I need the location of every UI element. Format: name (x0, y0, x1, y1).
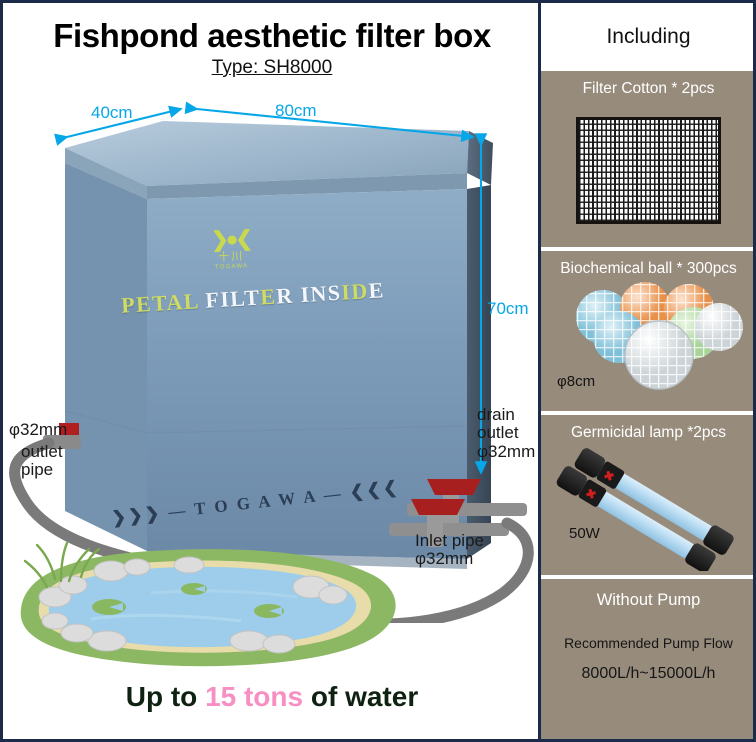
dimension-label-height: 70cm (487, 299, 529, 318)
kit-card-pump-info: Without Pump Recommended Pump Flow 8000L… (541, 579, 753, 739)
pump-flow-value: 8000L/h~15000L/h (581, 665, 716, 682)
dimension-label-width: 80cm (275, 101, 317, 120)
drain-line1: drain (477, 405, 515, 424)
bio-balls-icon (576, 282, 743, 390)
dimension-label-depth: 40cm (91, 103, 133, 122)
plumbing-svg (9, 423, 534, 623)
inlet-valve-handle (411, 499, 465, 515)
kit-title-filter-cotton: Filter Cotton * 2pcs (582, 80, 715, 97)
tagline-highlight: 15 tons (205, 681, 304, 712)
drain-outlet-label: drain outlet φ32mm (477, 405, 536, 461)
pond-illustration (20, 541, 396, 667)
outlet-diameter-label: φ32mm (9, 420, 68, 439)
product-type-label: Type: SH8000 (3, 57, 538, 79)
biochemical-ball-diameter: φ8cm (557, 373, 596, 390)
uv-lamp-icon: ✖ ✖ (556, 448, 734, 571)
inlet-hose (349, 517, 534, 623)
pond-water (48, 566, 357, 648)
capacity-tagline: Up to 15 tons of water (3, 681, 538, 713)
outlet-pipe-line1: outlet (21, 442, 63, 461)
mesh-swatch-icon (576, 117, 721, 224)
kit-card-germicidal-lamp: Germicidal lamp *2pcs (541, 415, 753, 575)
drain-line3: φ32mm (477, 441, 536, 461)
pump-flow-label: Recommended Pump Flow (564, 635, 733, 651)
outlet-pipe-line2: pipe (21, 460, 54, 480)
inlet-line2: φ32mm (415, 549, 474, 569)
drain-line2: outlet (477, 423, 519, 443)
pump-card-title: Without Pump (596, 591, 701, 609)
page-title: Fishpond aesthetic filter box (53, 17, 491, 54)
sidebar-header: Including (541, 3, 753, 71)
kit-title-germicidal-lamp: Germicidal lamp *2pcs (570, 424, 727, 441)
grass-tufts (23, 541, 101, 589)
tagline-suffix: of water (303, 681, 419, 712)
kit-title-biochemical-ball: Biochemical ball * 300pcs (560, 260, 737, 277)
included-accessories-sidebar: Including Filter Cotton * 2pcs Biochemic… (541, 3, 753, 739)
tagline-prefix: Up to (125, 681, 206, 712)
kit-card-filter-cotton: Filter Cotton * 2pcs (541, 71, 753, 247)
outlet-pipe-label: outlet pipe (21, 442, 63, 480)
main-panel: Fishpond aesthetic filter box Type: SH80… (3, 3, 541, 739)
inlet-line1: Inlet pipe (415, 531, 484, 550)
drain-valve-handle (427, 479, 481, 495)
pond-rocks (38, 556, 348, 654)
inlet-pipe-label: Inlet pipe φ32mm (415, 531, 484, 569)
outlet-cap-icon (59, 423, 79, 435)
product-type-text: Type: SH8000 (211, 57, 333, 78)
germicidal-lamp-wattage: 50W (569, 525, 600, 542)
kit-card-biochemical-ball: Biochemical ball * 300pcs (541, 251, 753, 411)
filter-box-illustration: ❯●❮ 十川 TOGAWA PETAL FILTER INSIDE ❯❯❯ — … (3, 3, 538, 623)
